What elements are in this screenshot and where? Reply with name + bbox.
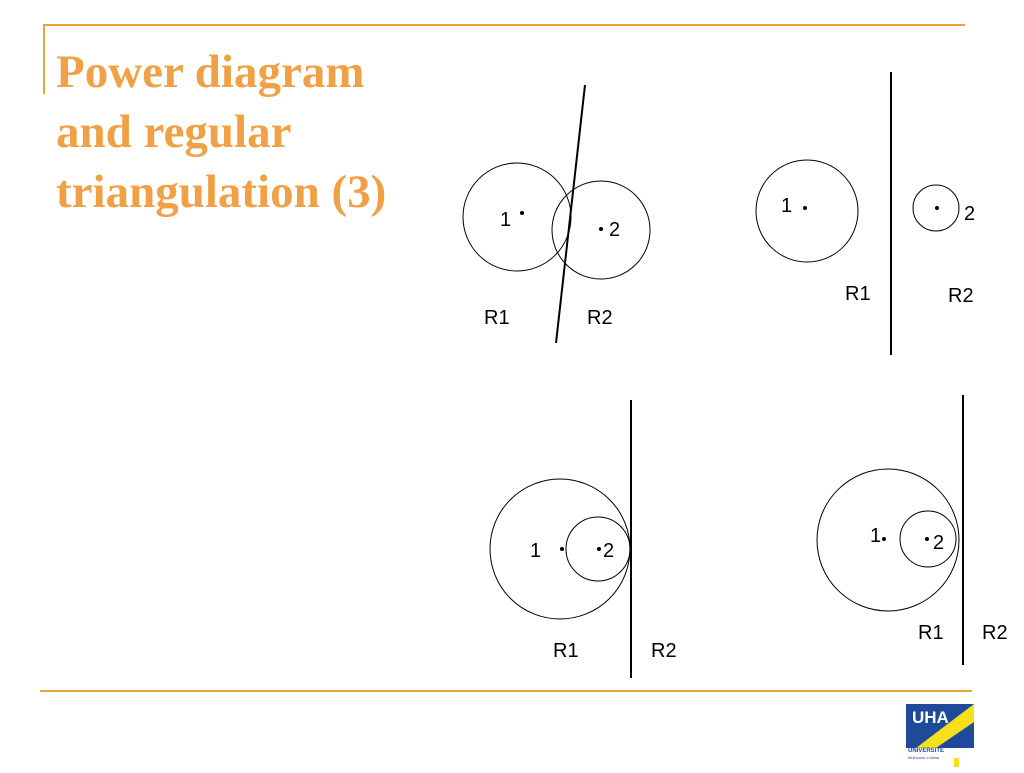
slide-title: Power diagram and regular triangulation … xyxy=(56,42,456,222)
diagram-nested-outside: 1 2 R1 R2 xyxy=(816,395,1008,665)
logo-mark xyxy=(906,704,974,767)
region-1-label: R1 xyxy=(845,283,871,305)
circle-2 xyxy=(899,510,957,568)
point-1 xyxy=(520,211,524,215)
diagram-nested-tangent: 1 2 R1 R2 xyxy=(489,400,677,678)
region-2-label: R2 xyxy=(982,622,1008,644)
point-2-label: 2 xyxy=(964,203,975,225)
bottom-rule xyxy=(40,690,972,692)
logo-text: UHA xyxy=(912,708,949,727)
logo-subtext: UNIVERSITE xyxy=(908,748,945,754)
point-2 xyxy=(925,537,929,541)
bisector-line xyxy=(555,84,586,344)
title-line-2: and regular xyxy=(56,106,292,158)
left-rule xyxy=(43,24,45,94)
circle-2 xyxy=(551,180,651,280)
point-1 xyxy=(882,537,886,541)
region-1-label: R1 xyxy=(918,622,944,644)
point-1-label: 1 xyxy=(870,525,881,547)
point-2-label: 2 xyxy=(603,540,614,562)
diagram-intersecting: 1 2 R1 R2 xyxy=(462,84,651,344)
circle-1 xyxy=(816,468,960,612)
region-1-label: R1 xyxy=(484,307,510,329)
diagram-disjoint: 1 2 R1 R2 xyxy=(755,72,975,355)
point-2 xyxy=(597,547,601,551)
region-2-label: R2 xyxy=(948,285,974,307)
point-1-label: 1 xyxy=(530,540,541,562)
point-1 xyxy=(803,206,807,210)
region-2-label: R2 xyxy=(587,307,613,329)
point-2 xyxy=(599,227,603,231)
point-1-label: 1 xyxy=(781,195,792,217)
point-2 xyxy=(935,206,939,210)
title-line-3: triangulation (3) xyxy=(56,166,387,218)
circle-1 xyxy=(755,159,859,263)
logo-subtext-2: Mulhouse-Colmar xyxy=(908,755,940,760)
point-2-label: 2 xyxy=(609,219,620,241)
circle-1 xyxy=(462,162,572,272)
circle-2 xyxy=(912,184,960,232)
point-1-label: 1 xyxy=(500,209,511,231)
point-2-label: 2 xyxy=(933,532,944,554)
title-line-1: Power diagram xyxy=(56,46,365,98)
region-2-label: R2 xyxy=(651,640,677,662)
university-logo: UHA UNIVERSITE Mulhouse-Colmar xyxy=(906,704,978,768)
point-1 xyxy=(560,547,564,551)
region-1-label: R1 xyxy=(553,640,579,662)
top-rule xyxy=(44,24,965,26)
